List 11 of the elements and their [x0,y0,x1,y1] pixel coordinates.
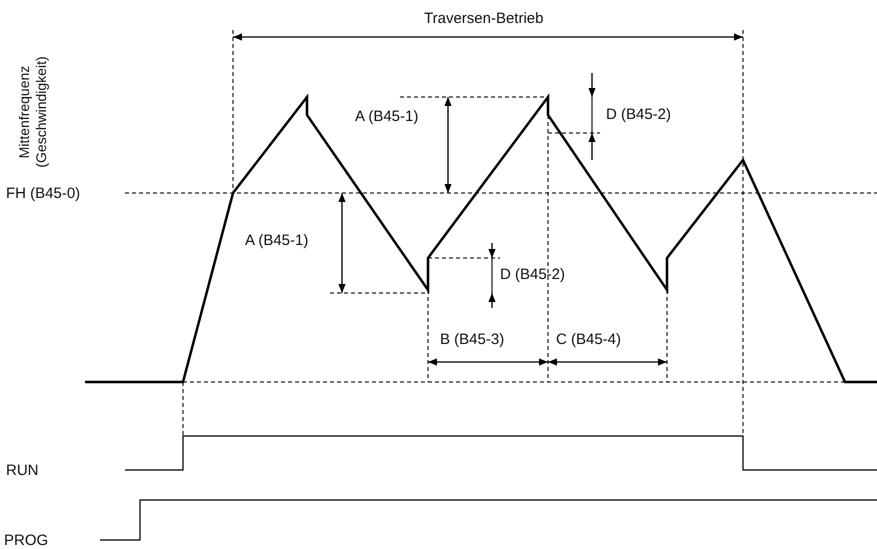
dimension-label: B (B45-3) [440,331,504,348]
dimension-label: D (B45-2) [500,266,566,283]
signal-label: PROG [4,532,48,549]
axis-title: Mittenfrequenz (Geschwindigkeit) [16,55,50,170]
dimension-label: C (B45-4) [556,331,622,348]
signal-label: RUN [6,462,38,479]
dimension-label: A (B45-1) [245,232,308,249]
level-label: FH (B45-0) [6,185,80,202]
dimension-label: A (B45-1) [355,108,418,125]
range-label: Traversen-Betrieb [424,10,544,27]
dimension-label: D (B45-2) [606,106,672,123]
